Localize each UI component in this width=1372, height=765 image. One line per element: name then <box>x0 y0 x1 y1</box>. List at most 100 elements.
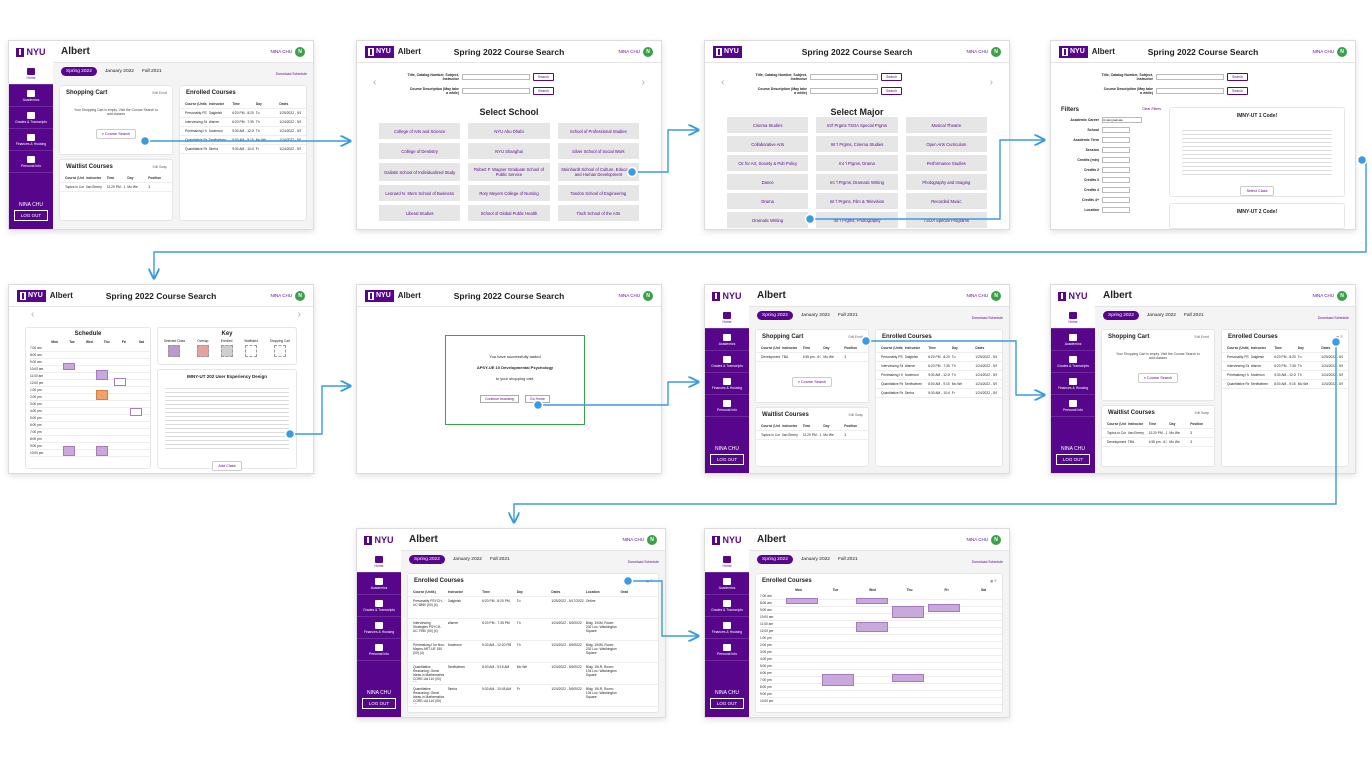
avatar[interactable]: N <box>647 534 657 545</box>
filter-dropdown[interactable] <box>1102 197 1130 203</box>
major-option[interactable]: Photography and Imaging <box>905 174 987 190</box>
school-option[interactable]: Liberal Studies <box>379 205 461 221</box>
sidebar-item-academics[interactable]: Academics <box>357 573 401 595</box>
search-button[interactable]: Search <box>1227 73 1249 81</box>
table-row[interactable]: Printmaking I for Non-Majors ART-UE 150 … <box>408 641 658 663</box>
school-option[interactable]: School of Global Public Health <box>468 205 550 221</box>
calendar-event[interactable] <box>928 604 960 612</box>
avatar[interactable]: N <box>991 46 1001 57</box>
table-row[interactable]: Quantitative Reasoning: Great Ideas in M… <box>876 389 1002 398</box>
description-input[interactable] <box>810 88 878 94</box>
term-fall[interactable]: Fall 2021 <box>489 557 510 562</box>
term-spring[interactable]: Spring 2022 <box>757 555 793 564</box>
continue-browsing-button[interactable]: Continue browsing <box>480 395 519 403</box>
major-option[interactable]: Int'l Prgms TSOA Special Prgms <box>816 117 898 133</box>
major-option[interactable]: Int 'l Prgms, Photography <box>816 212 898 228</box>
course-search-button[interactable]: ⌕ Course Search <box>1137 373 1179 383</box>
logout-button[interactable]: LOG OUT <box>709 454 745 465</box>
sidebar-item-finances[interactable]: Finances & Housing <box>9 129 53 151</box>
table-row[interactable]: Printmaking I for Non-Majors ART-UE 150 … <box>180 127 306 136</box>
major-option[interactable]: Open Arts Curriculum <box>905 136 987 152</box>
term-spring[interactable]: Spring 2022 <box>61 67 97 76</box>
calendar-event-cart[interactable] <box>114 378 126 386</box>
go-home-button[interactable]: Go Home <box>525 395 550 403</box>
sidebar-item-home[interactable]: Home <box>9 63 53 85</box>
filter-dropdown[interactable] <box>1102 157 1130 163</box>
sidebar-item-academics[interactable]: Academics <box>705 329 749 351</box>
major-option[interactable]: Int 'l Prgms, Film & Television <box>816 193 898 209</box>
table-row[interactable]: Interviewing Strategies PSYCH-UC 7950 (0… <box>408 619 658 641</box>
table-row[interactable]: Interviewing Strategies PSYCH-UC 7950 (0… <box>180 118 306 127</box>
search-desc-button[interactable]: Search <box>1227 87 1249 95</box>
grad-icon[interactable] <box>620 687 653 704</box>
term-fall[interactable]: Fall 2021 <box>837 557 858 562</box>
term-spring[interactable]: Spring 2022 <box>1103 311 1139 320</box>
grad-icon[interactable] <box>620 665 653 682</box>
view-toggle-icons[interactable]: ▦ ☰ <box>646 579 653 583</box>
major-option[interactable]: Cinema Studies <box>727 117 809 133</box>
title-input[interactable] <box>1156 74 1224 80</box>
school-option[interactable]: Gallatin School of Individualized Study <box>379 163 461 181</box>
table-row[interactable]: Developmental Psychology APSY-UE 10 (00)… <box>1102 438 1214 447</box>
avatar[interactable]: N <box>295 290 305 301</box>
download-schedule-link[interactable]: Download Schedule <box>275 72 307 76</box>
filter-dropdown[interactable] <box>1102 207 1130 213</box>
logout-button[interactable]: LOG OUT <box>1055 454 1091 465</box>
waitlist-tools[interactable]: Edit Swap <box>848 413 863 417</box>
major-option[interactable]: TSOA Special Programs <box>905 212 987 228</box>
table-row[interactable]: Topics in Computation and Data RMSY-UY 2… <box>756 431 868 440</box>
chevron-right-icon[interactable]: › <box>297 309 301 320</box>
search-button[interactable]: Search <box>881 73 903 81</box>
download-schedule-link[interactable]: Download Schedule <box>627 560 659 564</box>
download-schedule-link[interactable]: Download Schedule <box>1317 316 1349 320</box>
cart-tools[interactable]: Edit Enroll <box>848 335 863 339</box>
table-row[interactable]: Quantitative Reasoning: Great Ideas in M… <box>876 380 1002 389</box>
avatar[interactable]: N <box>1337 290 1347 301</box>
chevron-left-icon[interactable]: ‹ <box>373 77 377 88</box>
table-row[interactable]: Topics in Computation and Data RMSY-UY 2… <box>1102 429 1214 438</box>
description-input[interactable] <box>1156 88 1224 94</box>
major-option[interactable]: Collaborative Arts <box>727 136 809 152</box>
sidebar-item-personal[interactable]: Personal Info <box>357 639 401 661</box>
sidebar-item-finances[interactable]: Finances & Housing <box>1051 373 1095 395</box>
major-option[interactable]: Musical Theatre <box>905 117 987 133</box>
grad-icon[interactable] <box>620 599 653 616</box>
major-option[interactable]: Drama <box>727 193 809 209</box>
filter-dropdown[interactable] <box>1102 177 1130 183</box>
grad-icon[interactable] <box>620 621 653 638</box>
sidebar-item-finances[interactable]: Finances & Housing <box>705 373 749 395</box>
sidebar-item-academics[interactable]: Academics <box>705 573 749 595</box>
calendar-event[interactable] <box>856 598 888 604</box>
sidebar-item-grades[interactable]: Grades & Transcripts <box>705 351 749 373</box>
clear-filters-link[interactable]: Clear Filters <box>1142 107 1161 111</box>
filter-dropdown[interactable] <box>1102 127 1130 133</box>
sidebar-item-home[interactable]: Home <box>705 307 749 329</box>
filter-dropdown[interactable]: Undergraduate <box>1102 117 1142 123</box>
table-row[interactable]: Quantitative Reasoning: Great Ideas in M… <box>180 136 306 145</box>
major-option[interactable]: Performance Studies <box>905 155 987 171</box>
table-row[interactable]: Quantitative Reasoning: Great Ideas in M… <box>408 685 658 707</box>
course-search-button[interactable]: ⌕ Course Search <box>95 129 137 139</box>
download-schedule-link[interactable]: Download Schedule <box>971 560 1003 564</box>
major-option[interactable]: Dance <box>727 174 809 190</box>
term-fall[interactable]: Fall 2021 <box>837 313 858 318</box>
sidebar-item-academics[interactable]: Academics <box>9 85 53 107</box>
sidebar-item-finances[interactable]: Finances & Housing <box>357 617 401 639</box>
calendar-event[interactable] <box>96 370 108 380</box>
title-input[interactable] <box>462 74 530 80</box>
sidebar-item-home[interactable]: Home <box>1051 307 1095 329</box>
download-schedule-link[interactable]: Download Schedule <box>971 316 1003 320</box>
title-input[interactable] <box>810 74 878 80</box>
logout-button[interactable]: LOG OUT <box>13 210 49 221</box>
table-row[interactable]: Topics in Computation and Data RMSY-UY 2… <box>60 183 172 192</box>
search-button[interactable]: Search <box>533 73 555 81</box>
school-option[interactable]: Tandon School of Engineering <box>557 185 639 201</box>
calendar-event-selected[interactable] <box>96 390 108 400</box>
term-january[interactable]: January 2022 <box>800 313 830 318</box>
logout-button[interactable]: LOG OUT <box>709 698 745 709</box>
calendar-event-cart[interactable] <box>130 408 142 416</box>
school-option[interactable]: Robert F. Wagner Graduate School of Publ… <box>468 163 550 181</box>
school-option[interactable]: College of Arts and Science <box>379 123 461 139</box>
view-toggle-icons[interactable]: ▦ ☰ <box>990 579 997 583</box>
table-row[interactable]: Personality PSYCH-UC 5850 (00) (4)Dalgle… <box>180 109 306 118</box>
